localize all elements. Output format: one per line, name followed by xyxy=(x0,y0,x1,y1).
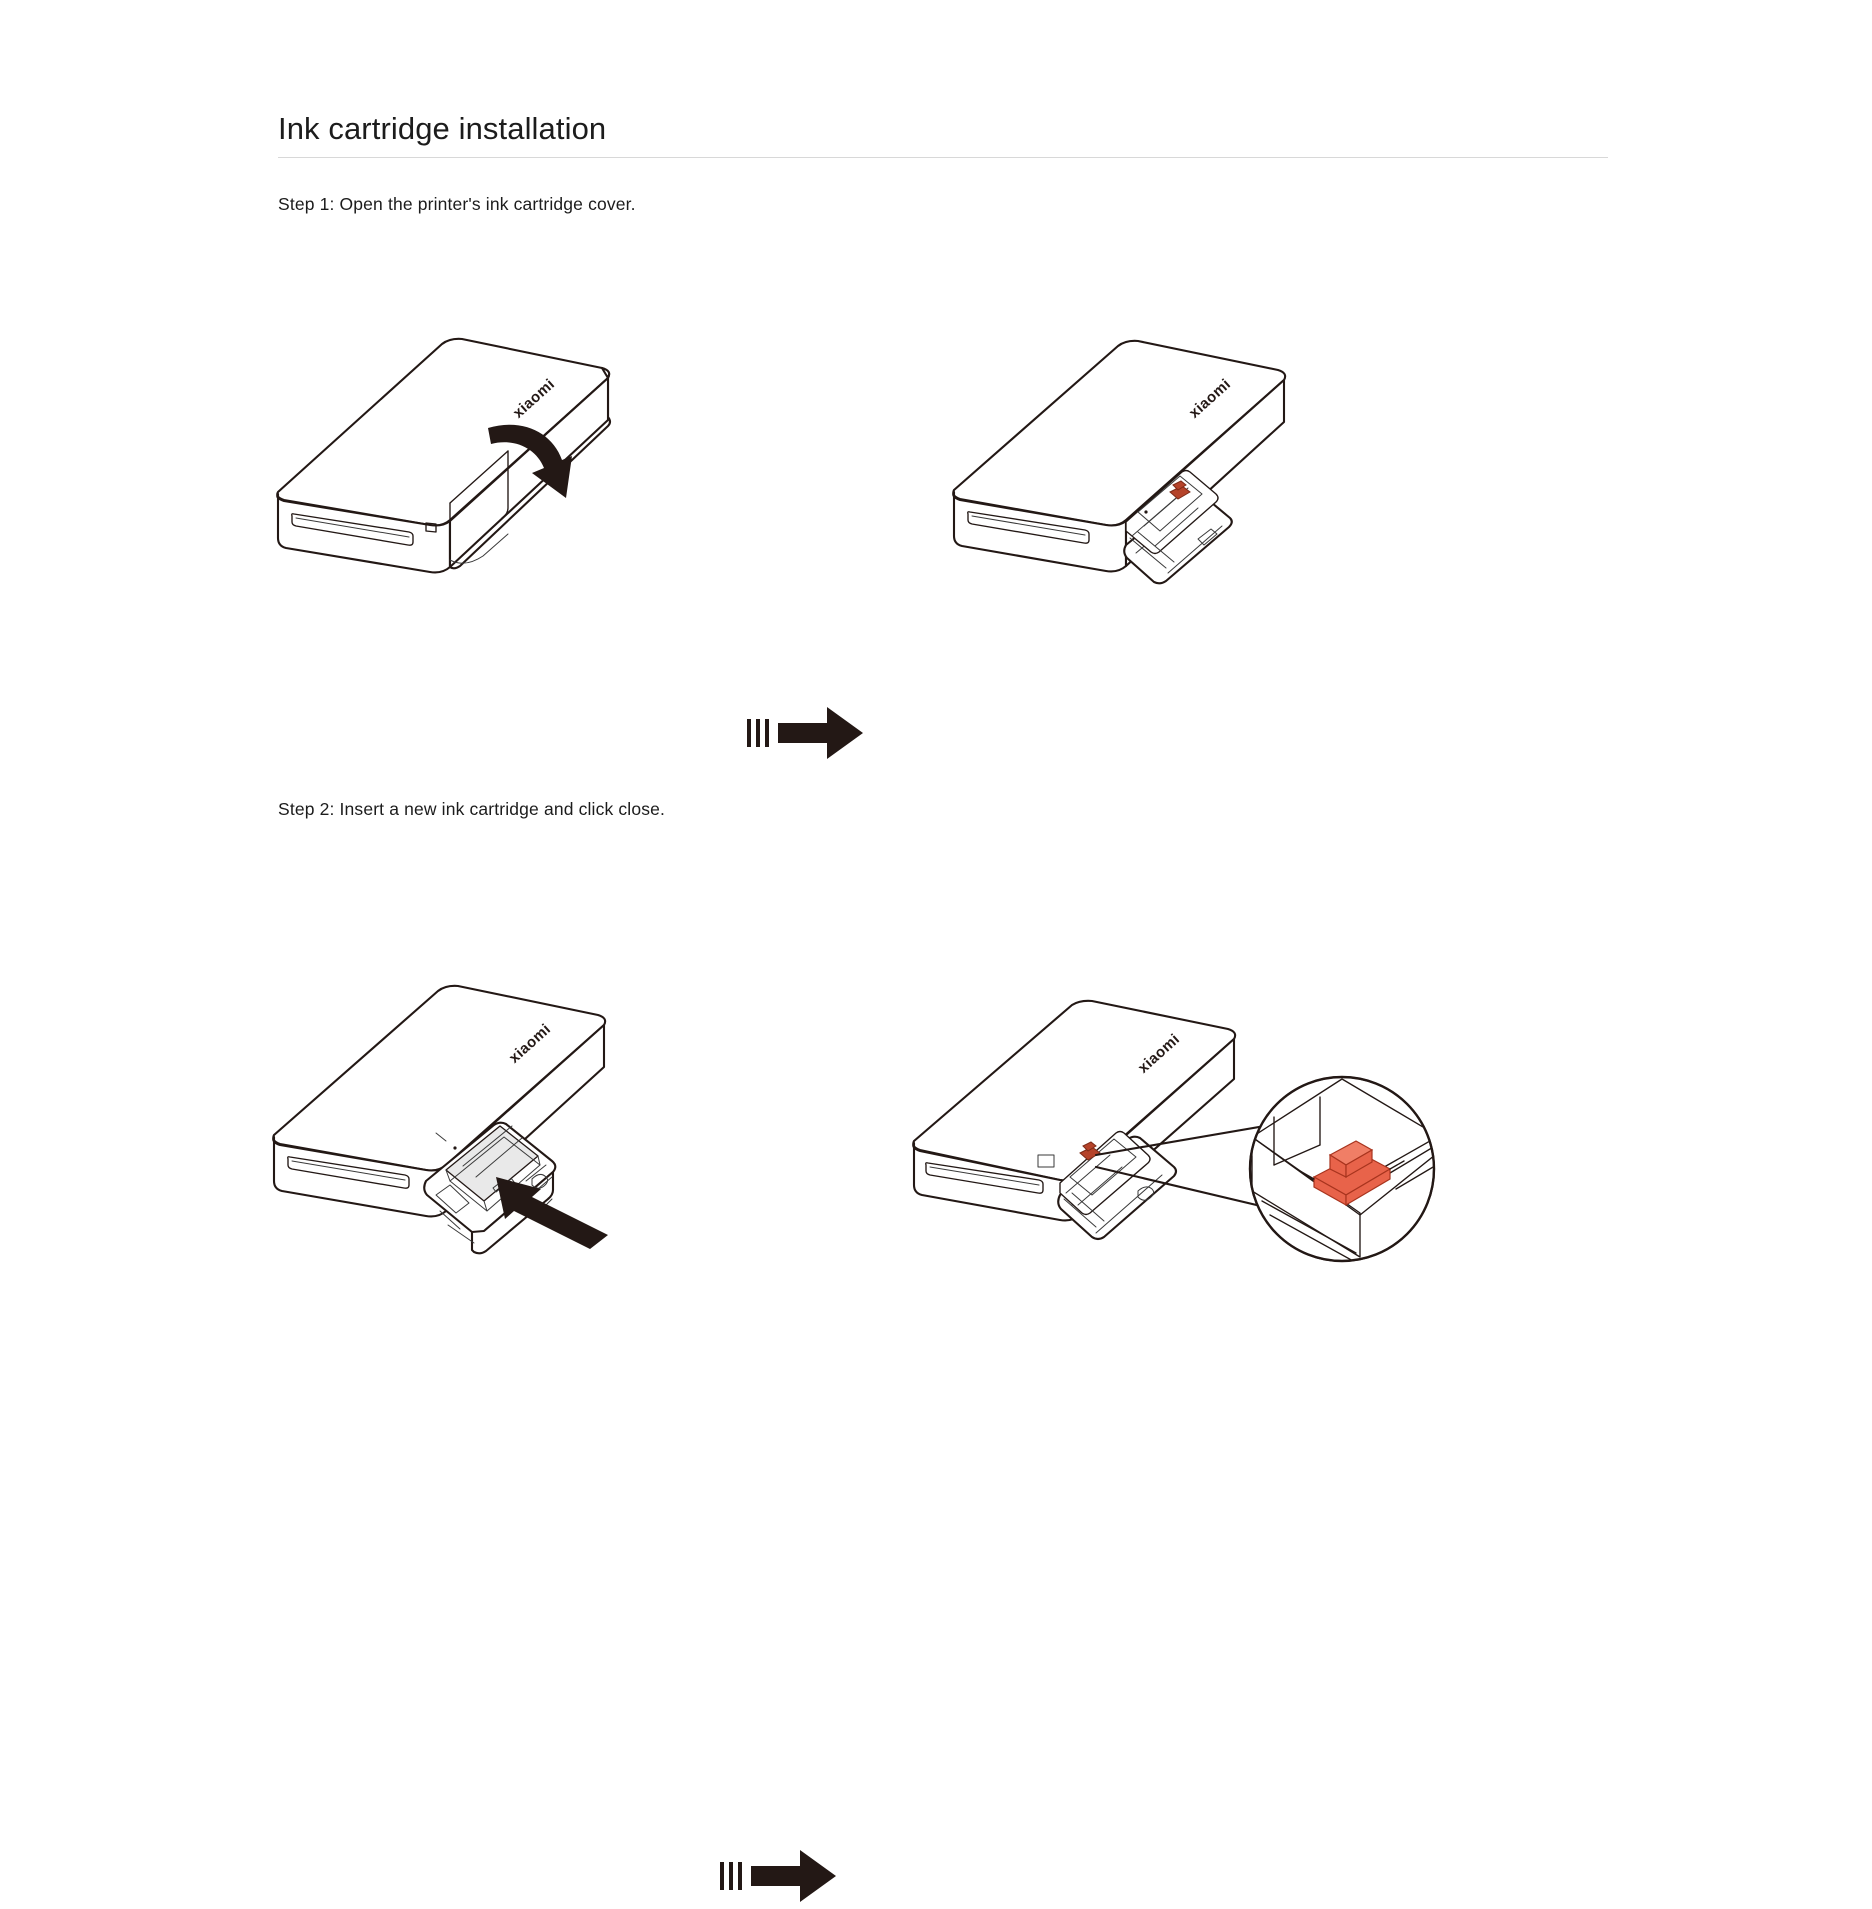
motion-lines-icon xyxy=(747,719,769,747)
cartridge-latch-indicator xyxy=(1169,480,1191,500)
right-arrow-icon xyxy=(751,1850,836,1902)
latch-engaged-highlight xyxy=(1312,1140,1392,1207)
step-2-caption: Step 2: Insert a new ink cartridge and c… xyxy=(278,799,666,819)
cartridge-latch-small xyxy=(1079,1141,1101,1161)
magnified-latch-callout xyxy=(1094,1075,1436,1263)
title-divider xyxy=(278,157,1608,158)
step-1-transition-arrow xyxy=(745,705,865,766)
step-1-figure-row: xiaomi xyxy=(0,300,1872,759)
right-arrow-icon xyxy=(778,707,863,759)
step-2-figure-row: xiaomi xyxy=(0,930,1872,1902)
step-2-transition-arrow xyxy=(718,1848,838,1909)
step-1-caption: Step 1: Open the printer's ink cartridge… xyxy=(278,194,636,214)
motion-lines-icon xyxy=(720,1862,742,1890)
open-cover-curved-arrow xyxy=(488,424,572,498)
page-title: Ink cartridge installation xyxy=(278,110,607,146)
manual-page: Ink cartridge installation Step 1: Open … xyxy=(0,110,1872,1902)
insert-direction-arrow xyxy=(496,1177,608,1249)
figure-printer-cartridge-seated-with-callout: xiaomi xyxy=(890,999,1450,1305)
figure-printer-cover-open: xiaomi xyxy=(930,339,1350,620)
figure-printer-cartridge-insert: xiaomi xyxy=(250,984,670,1285)
figure-printer-closed-with-rotate-arrow: xiaomi xyxy=(250,320,650,600)
